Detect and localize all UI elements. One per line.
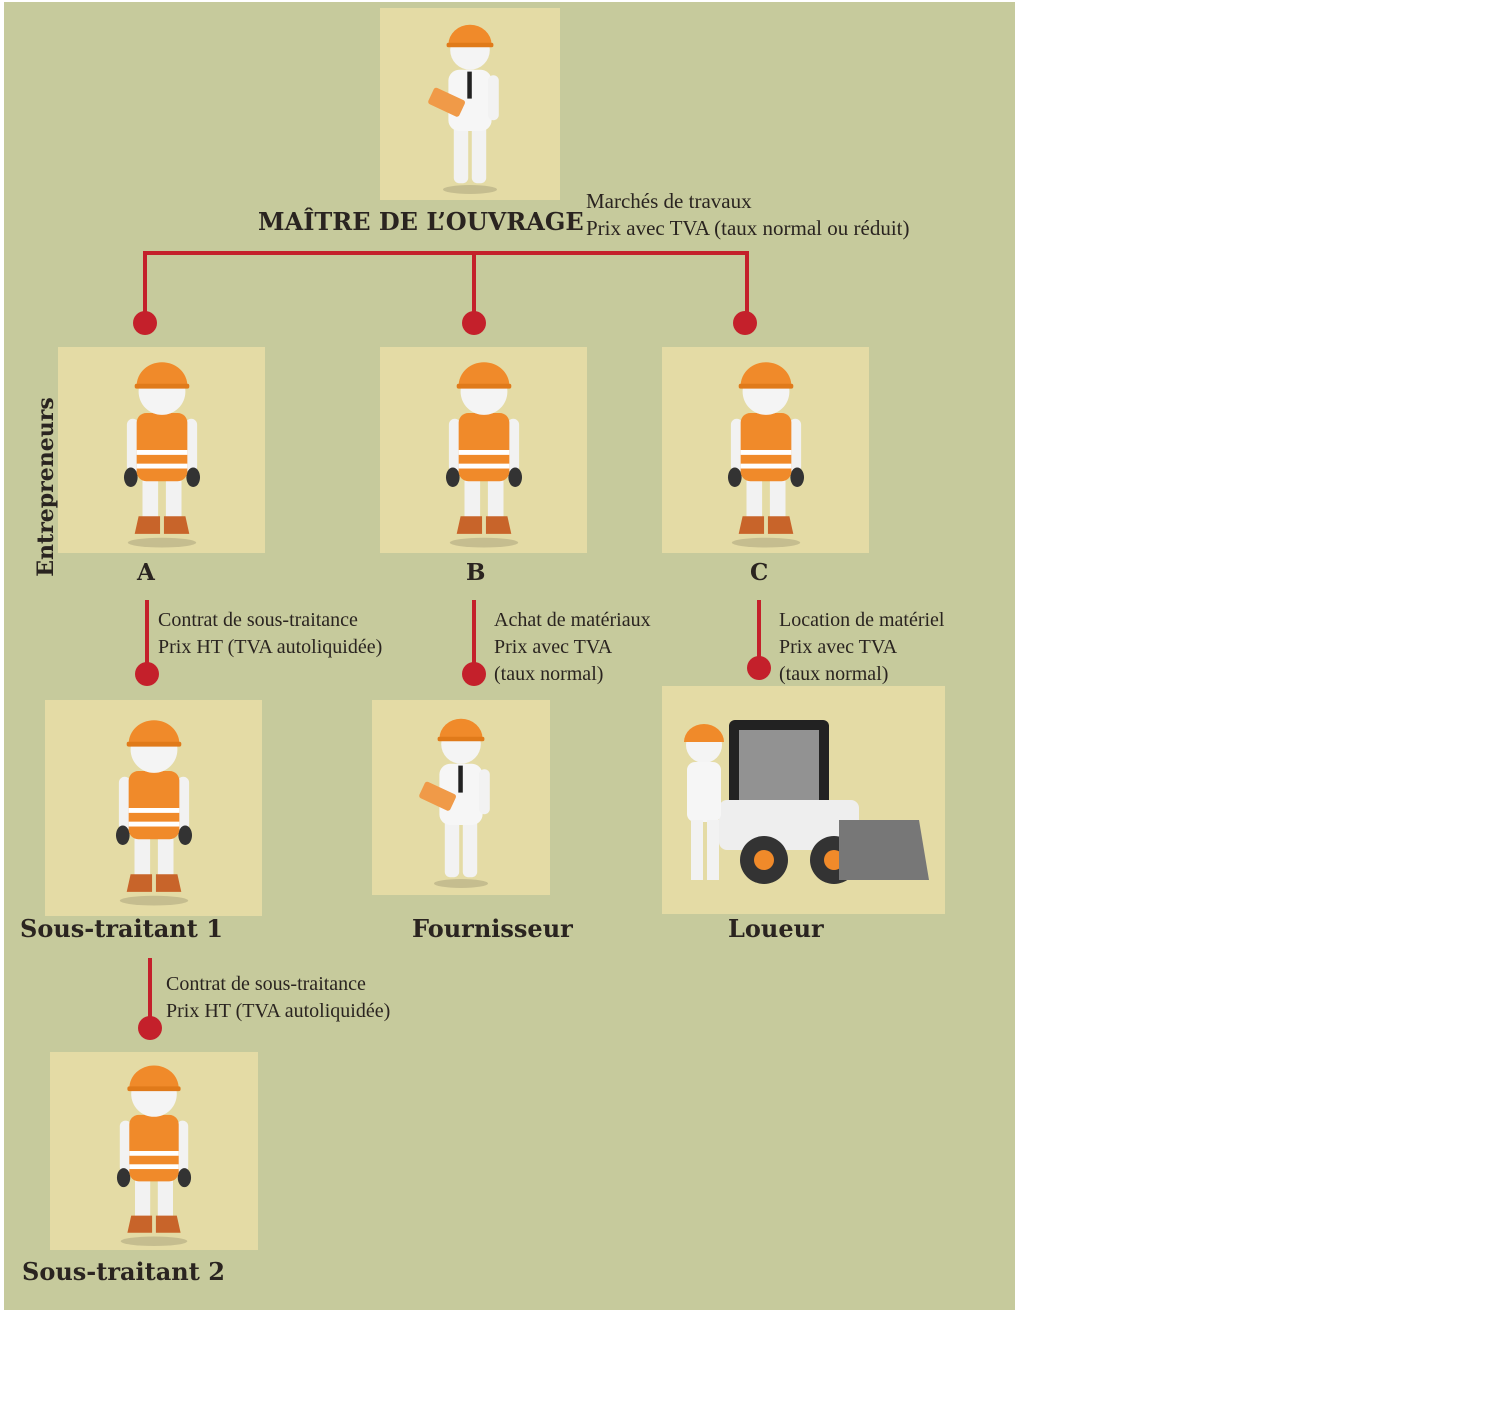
contractor-a-tile (58, 347, 265, 553)
worker-figure-icon (716, 353, 816, 548)
note-line: Prix HT (TVA autoliquidée) (166, 1000, 391, 1022)
connector-dot (135, 662, 159, 686)
relation-a-note: Contrat de sous-traitance Prix HT (TVA a… (158, 607, 382, 661)
rental-label: Loueur (728, 914, 824, 943)
note-line: Prix avec TVA (779, 636, 898, 658)
note-line: Contrat de sous-traitance (166, 973, 366, 995)
owner-label: MAÎTRE DE L’OUVRAGE (258, 207, 584, 236)
contractor-a-label: A (137, 559, 155, 586)
note-line: Marchés de travaux (586, 189, 752, 213)
connector-dot (138, 1016, 162, 1040)
note-line: (taux normal) (494, 663, 604, 685)
owner-note: Marchés de travaux Prix avec TVA (taux n… (586, 188, 910, 242)
subcontractor-2-label: Sous-traitant 2 (22, 1257, 225, 1286)
connector-dot (462, 662, 486, 686)
rental-tile (662, 686, 945, 914)
group-label: Entrepreneurs (33, 397, 59, 577)
note-line: Prix avec TVA (taux normal ou réduit) (586, 216, 910, 240)
subcontractor-1-label: Sous-traitant 1 (20, 914, 223, 943)
note-line: Prix avec TVA (494, 636, 613, 658)
connector-line (145, 600, 149, 666)
connector-line (745, 251, 749, 321)
worker-with-trowel-icon (104, 1056, 204, 1246)
manager-figure-icon (425, 12, 515, 197)
contractor-c-label: C (750, 559, 769, 586)
supplier-tile (372, 700, 550, 895)
worker-figure-icon (434, 353, 534, 548)
owner-tile (380, 8, 560, 200)
note-line: (taux normal) (779, 663, 889, 685)
contractor-b-label: B (466, 559, 486, 586)
connector-line (143, 251, 749, 255)
connector-dot (747, 656, 771, 680)
relation-sub2-note: Contrat de sous-traitance Prix HT (TVA a… (166, 971, 390, 1025)
connector-line (472, 251, 476, 321)
subcontractor-2-tile (50, 1052, 258, 1250)
skid-loader-icon (683, 720, 929, 884)
manager-figure-icon (416, 705, 506, 890)
connector-dot (462, 311, 486, 335)
subcontractor-1-tile (45, 700, 262, 916)
note-line: Achat de matériaux (494, 609, 651, 631)
connector-line (148, 958, 152, 1022)
connector-line (143, 251, 147, 321)
supplier-label: Fournisseur (412, 914, 573, 943)
connector-line (472, 600, 476, 666)
relation-b-note: Achat de matériaux Prix avec TVA (taux n… (494, 607, 651, 688)
note-line: Location de matériel (779, 609, 945, 631)
connector-line (757, 600, 761, 658)
contractor-c-tile (662, 347, 869, 553)
worker-with-trowel-icon (104, 711, 204, 906)
note-line: Prix HT (TVA autoliquidée) (158, 636, 383, 658)
worker-figure-icon (112, 353, 212, 548)
connector-dot (133, 311, 157, 335)
diagram-panel: MAÎTRE DE L’OUVRAGE Marchés de travaux P… (4, 2, 1015, 1310)
connector-dot (733, 311, 757, 335)
contractor-b-tile (380, 347, 587, 553)
note-line: Contrat de sous-traitance (158, 609, 358, 631)
relation-c-note: Location de matériel Prix avec TVA (taux… (779, 607, 944, 688)
